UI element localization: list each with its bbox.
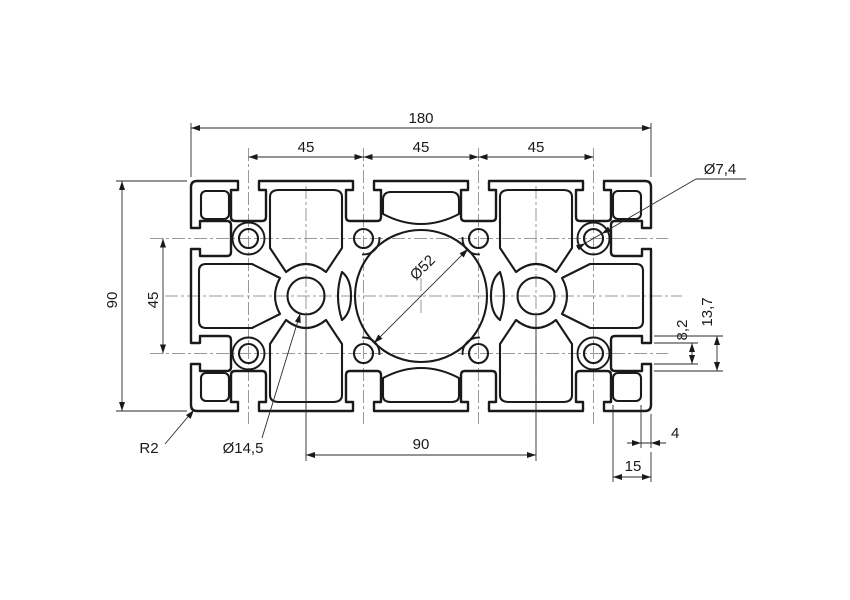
dim-slot-cavity: 13,7 <box>654 297 723 372</box>
small-hole-boss <box>231 336 266 371</box>
core-hole-left <box>286 276 326 316</box>
leader-small-hole: Ø7,4 <box>576 161 746 251</box>
dim-label-overall-width: 180 <box>408 110 433 127</box>
core-hole-right <box>516 276 556 316</box>
dim-label-side-slot-spacing: 45 <box>145 292 162 309</box>
dim-label-corner-radius: R2 <box>139 440 158 457</box>
dim-overall-width: 180 <box>190 110 652 177</box>
dim-label-corner-wall: 4 <box>671 425 679 442</box>
cavity-left-core-top <box>268 188 344 274</box>
dim-overall-height: 90 <box>104 180 187 412</box>
dim-label-slot-opening: 8,2 <box>674 320 691 341</box>
leader-corner-radius: R2 <box>139 410 194 457</box>
corner-cavity-bottom-left <box>199 371 231 403</box>
centerlines <box>150 148 682 424</box>
small-hole <box>582 227 605 250</box>
cavity-lens-right <box>489 270 506 322</box>
leader-core-hole: Ø14,5 <box>223 313 301 457</box>
dim-slot-opening: 8,2 <box>654 320 698 365</box>
dimensions: 180 45 45 45 90 4 <box>104 110 746 482</box>
dim-label-overall-height: 90 <box>104 292 121 309</box>
small-holes <box>231 221 611 371</box>
dim-label-core-hole: Ø14,5 <box>223 440 264 457</box>
small-hole-boss <box>231 221 266 256</box>
small-hole-boss <box>576 221 611 256</box>
dim-label-slot-spacing-1: 45 <box>298 139 315 156</box>
cavity-left-edge-middle <box>197 262 282 330</box>
cavity-lens-left <box>336 270 353 322</box>
dim-label-center-bore: Ø52 <box>407 252 439 284</box>
dim-corner-offset: 15 <box>612 405 652 482</box>
dim-label-slot-cavity: 13,7 <box>699 297 716 326</box>
small-hole <box>467 342 490 365</box>
small-hole-boss <box>576 336 611 371</box>
dim-side-slot-spacing: 45 <box>145 238 166 354</box>
small-hole <box>237 227 260 250</box>
dim-slot-spacing-chain: 45 45 45 <box>248 139 594 160</box>
dim-label-slot-spacing-2: 45 <box>413 139 430 156</box>
cavity-right-core-top <box>498 188 574 274</box>
corner-cavity-top-left <box>199 189 231 221</box>
cavity-right-core-bottom <box>498 318 574 404</box>
corner-cavity-top-right <box>611 189 643 221</box>
small-hole <box>352 342 375 365</box>
center-bore-fillet-se <box>461 336 480 355</box>
dim-corner-wall: 4 <box>627 405 679 448</box>
small-hole <box>352 227 375 250</box>
center-bore-fillet-nw <box>362 237 381 256</box>
small-hole <box>582 342 605 365</box>
corner-cavity-bottom-right <box>611 371 643 403</box>
cavity-right-edge-middle <box>560 262 645 330</box>
dim-label-slot-spacing-3: 45 <box>528 139 545 156</box>
small-hole <box>467 227 490 250</box>
center-bore <box>353 228 489 364</box>
cavity-left-core-bottom <box>268 318 344 404</box>
cavity-center-top <box>381 190 461 226</box>
dim-label-small-hole: Ø7,4 <box>704 161 737 178</box>
small-hole <box>237 342 260 365</box>
dim-core-spacing: 90 <box>305 316 537 461</box>
dim-label-corner-offset: 15 <box>625 458 642 475</box>
dim-label-core-spacing: 90 <box>413 436 430 453</box>
cavity-center-bottom <box>381 366 461 404</box>
